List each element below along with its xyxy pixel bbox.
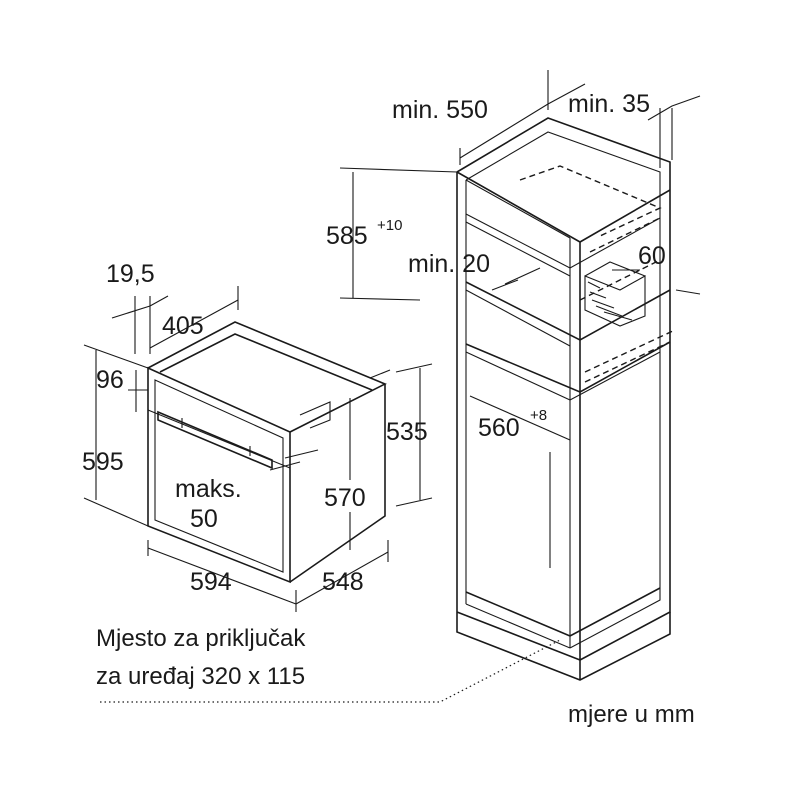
oven: [147, 321, 391, 584]
niche-height-label: 585: [326, 222, 368, 250]
vent-height-label: 60: [638, 242, 666, 270]
side-height-label: 535: [386, 418, 428, 446]
side-gap-label: min. 35: [568, 90, 650, 118]
vent-gap-label: min. 20: [408, 250, 490, 278]
connection-note-line2: za uređaj 320 x 115: [96, 663, 305, 690]
body-height-label: 570: [324, 484, 366, 512]
niche-height-tolerance: +10: [377, 217, 402, 234]
panel-height-label: 96: [96, 366, 124, 394]
top-depth-label: 405: [162, 312, 204, 340]
front-offset-label: 19,5: [106, 260, 155, 288]
niche-width-label: 560: [478, 414, 520, 442]
body-height-label-bg: [320, 480, 382, 512]
tall-cabinet: [456, 117, 676, 681]
oven-height-label: 595: [82, 448, 124, 476]
oven-depth-label: 548: [322, 568, 364, 596]
connection-pointer-line: [100, 639, 561, 703]
oven-dimension-lines: [83, 286, 433, 612]
connection-note-line1: Mjesto za priključak: [96, 625, 306, 652]
niche-depth-label: min. 550: [392, 96, 488, 124]
niche-width-tolerance: +8: [530, 407, 547, 424]
oven-width-label: 594: [190, 568, 232, 596]
handle-max-value: 50: [190, 505, 218, 533]
cabinet-dimension-lines: [339, 70, 701, 568]
handle-max-label: maks.: [175, 475, 242, 503]
units-note: mjere u mm: [568, 701, 695, 728]
